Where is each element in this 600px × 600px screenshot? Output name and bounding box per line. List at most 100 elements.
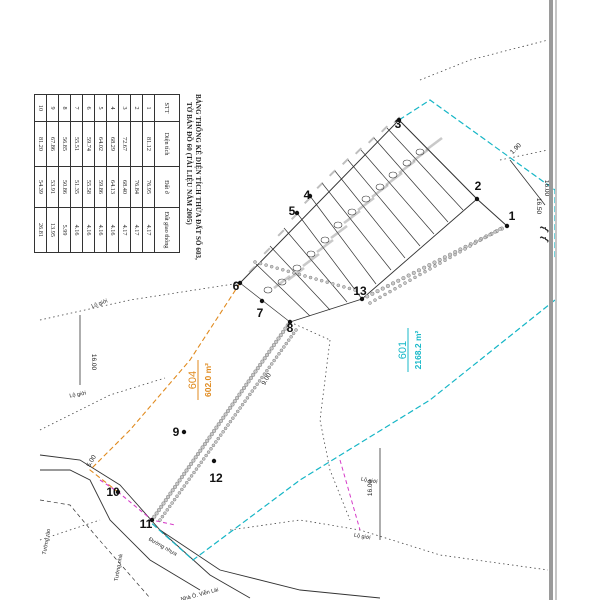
dimension-label: 16.00 xyxy=(367,479,374,496)
frontage-bead xyxy=(228,419,233,424)
parcel-601-area: 2168.2 m² xyxy=(413,330,423,369)
frontage-bead xyxy=(353,288,357,292)
lot-limit-label: Đường nhựa xyxy=(147,537,178,559)
frontage-bead xyxy=(238,406,242,410)
frontage-bead xyxy=(211,443,216,448)
frontage-bead xyxy=(408,278,412,282)
frontage-bead xyxy=(172,497,177,502)
edge-symbol: } xyxy=(539,224,551,233)
dimension-tick xyxy=(328,169,337,177)
frontage-bead xyxy=(391,281,396,286)
road-reserve-line xyxy=(99,479,176,526)
frontage-bead xyxy=(368,301,372,305)
frontage-bead xyxy=(373,298,377,302)
frontage-bead xyxy=(277,352,281,356)
frontage-bead xyxy=(201,457,206,461)
lot-divider xyxy=(283,227,348,303)
road-edge xyxy=(39,454,251,599)
frontage-bead xyxy=(448,255,452,260)
frontage-bead xyxy=(303,274,307,278)
lot-divider xyxy=(398,119,478,200)
dimension-tick xyxy=(277,229,285,237)
frontage-bead xyxy=(221,430,225,434)
road-edge xyxy=(159,529,381,599)
frontage-bead xyxy=(233,413,238,417)
frontage-bead xyxy=(221,415,226,420)
point-label: 4 xyxy=(304,188,311,202)
frontage-bead xyxy=(336,283,341,288)
frontage-bead xyxy=(193,455,198,460)
frontage-bead xyxy=(383,292,387,297)
page-edge-bar xyxy=(549,0,553,600)
dimension-label: 9.00 xyxy=(261,372,274,387)
frontage-bead xyxy=(432,260,437,265)
frontage-bead xyxy=(167,504,172,509)
frontage-bead xyxy=(393,287,397,291)
point-label: 9 xyxy=(173,425,180,439)
frontage-bead xyxy=(282,345,286,349)
frontage-bead xyxy=(468,244,472,248)
point-label: 5 xyxy=(289,204,296,218)
frontage-bead xyxy=(230,402,235,407)
lot-number-oval xyxy=(402,159,412,167)
frontage-bead xyxy=(422,265,427,270)
point-label: 13 xyxy=(353,284,367,298)
frontage-bead xyxy=(292,271,296,275)
frontage-bead xyxy=(152,514,157,519)
lot-divider xyxy=(334,170,406,259)
lot-divider xyxy=(239,282,291,323)
frontage-bead xyxy=(182,484,187,488)
frontage-bead xyxy=(205,438,210,443)
lot-annotation xyxy=(425,136,443,152)
lot-annotation xyxy=(385,171,403,187)
frontage-bead xyxy=(267,349,272,354)
frontage-bead xyxy=(274,339,279,344)
frontage-bead xyxy=(331,282,335,286)
frontage-bead xyxy=(286,269,291,274)
frontage-bead xyxy=(291,331,296,336)
lot-annotation xyxy=(357,196,375,212)
frontage-bead xyxy=(483,235,487,240)
lot-number-oval xyxy=(320,236,330,244)
frontage-bead xyxy=(498,227,502,231)
lot-divider xyxy=(309,195,377,285)
frontage-bead xyxy=(232,399,237,404)
frontage-bead xyxy=(463,247,467,251)
frontage-bead xyxy=(251,372,256,377)
frontage-bead xyxy=(294,328,298,332)
dimension-tick xyxy=(303,196,312,205)
frontage-bead xyxy=(177,491,182,495)
frontage-bead xyxy=(314,277,318,281)
frontage-bead xyxy=(262,356,267,361)
frontage-bead xyxy=(319,278,324,283)
frontage-bead xyxy=(214,425,219,430)
lot-number-oval xyxy=(388,171,398,179)
frontage-bead xyxy=(243,399,247,403)
dimension-line xyxy=(509,159,546,206)
frontage-bead xyxy=(262,372,267,376)
frontage-bead xyxy=(428,267,432,271)
frontage-bead xyxy=(160,514,165,519)
dimension-tick xyxy=(248,265,256,274)
lot-divider xyxy=(386,127,464,211)
lot-divider xyxy=(321,182,392,271)
parcel-604-boundary xyxy=(89,282,241,493)
frontage-bead xyxy=(264,352,270,358)
frontage-bead xyxy=(241,385,247,391)
frontage-bead xyxy=(245,396,250,400)
frontage-bead xyxy=(154,511,159,516)
frontage-bead xyxy=(488,232,492,237)
point-label: 2 xyxy=(475,179,482,193)
lot-annotation xyxy=(316,238,334,254)
vertex-marker xyxy=(307,193,313,199)
lot-number-oval xyxy=(263,286,273,294)
frontage-bead xyxy=(216,422,221,427)
neighbour-boundary xyxy=(319,339,351,521)
frontage-bead xyxy=(401,276,406,281)
vertex-marker xyxy=(259,298,265,304)
point-label: 10 xyxy=(106,485,120,499)
frontage-bead xyxy=(442,255,447,260)
frontage-bead xyxy=(179,475,184,480)
lot-divider xyxy=(269,245,331,311)
frontage-bead xyxy=(342,285,346,289)
